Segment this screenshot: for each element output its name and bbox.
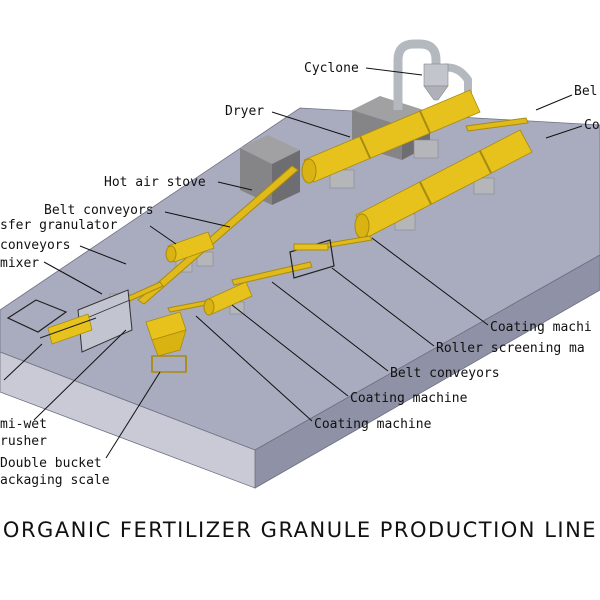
label-belt-conveyors-1: Belt conveyors [44,203,154,218]
platform-left-face [0,351,256,489]
leader-roller-screening [331,267,435,347]
leader-hot-air-stove [217,181,253,191]
leader-belt-top [535,94,573,111]
leader-dryer [271,111,351,138]
roller-screening-machine [289,239,335,279]
label-semi-wet-1: mi-wet [0,417,47,432]
belt-conveyor-top-right [465,117,529,132]
leader-transfer-granulator [149,225,177,245]
leader-coating-mid [231,304,349,397]
label-semi-wet-2: rusher [0,434,47,449]
transfer-granulator [165,231,215,263]
leader-cooler-top [545,125,583,139]
label-coating-machine-mid: Coating machine [350,391,468,406]
leader-mixer [43,261,103,295]
label-cooler-top: Co [584,118,600,133]
coating-machine-drum [203,281,253,316]
leader-lines [3,67,583,459]
dryer-drum [301,89,481,184]
label-coating-machine-low: Coating machine [314,417,432,432]
leader-semi-wet [33,329,127,421]
label-mixer: mixer [0,256,40,271]
leader-crusher-left [3,343,43,381]
label-double-bucket-1: Double bucket [0,456,102,471]
leader-belt-conveyors-1 [164,211,231,228]
label-belt-conveyors-2: conveyors [0,238,71,253]
label-belt-top: Bel [574,84,598,99]
label-cyclone: Cyclone [304,61,359,76]
diagram-title: ORGANIC FERTILIZER GRANULE PRODUCTION LI… [2,518,598,542]
leader-belt-conveyors-3 [271,281,389,372]
label-dryer: Dryer [225,104,265,119]
label-roller-screening: Roller screening ma [436,341,585,356]
double-bucket-packaging-scale [145,311,187,373]
label-double-bucket-2: ackaging scale [0,473,110,488]
belt-conveyor-long [137,165,299,305]
label-hot-air-stove: Hot air stove [104,175,206,190]
cyclone-unit [393,39,472,110]
hot-air-stove-building [240,135,300,205]
mixer-frame [77,289,133,353]
label-transfer-granulator: sfer granulator [0,218,118,233]
label-belt-conveyors-3: Belt conveyors [390,366,500,381]
leader-coating-low [195,315,313,422]
leader-coating-right [371,237,489,326]
label-coating-machine-right: Coating machi [490,320,592,335]
leader-double-bucket [105,371,161,459]
leader-belt-conveyors-2 [79,245,127,265]
leader-cyclone [365,67,423,76]
semi-wet-crusher [6,299,97,345]
